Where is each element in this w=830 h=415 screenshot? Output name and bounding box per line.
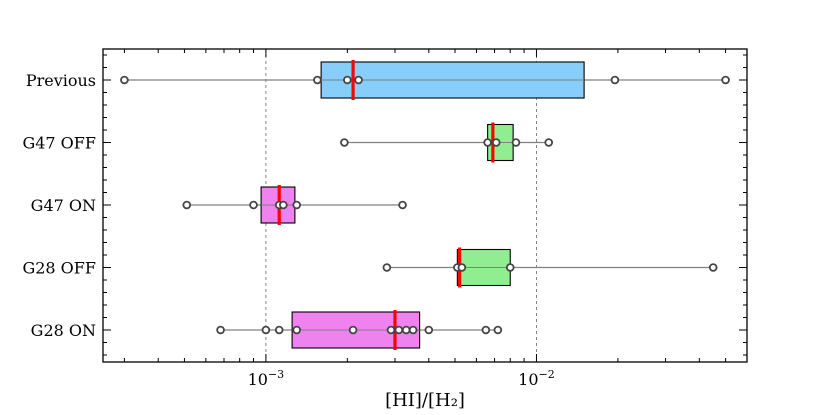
data-point-g28-off [708,263,718,272]
data-point-g47-off [511,138,521,147]
data-point-g47-off [340,138,349,147]
data-point-g28-on [424,325,434,335]
category-label-previous: Previous [26,71,96,90]
x-tick-mantissa: 10 [518,370,538,389]
data-point-g47-on [292,200,302,210]
data-point-previous [610,75,620,85]
data-point-g28-on [216,325,225,335]
data-point-g28-on [386,325,396,335]
tick-layer [103,49,748,362]
data-point-g28-off [505,263,515,272]
x-tick-label-1: 10−2 [518,368,555,389]
point-layer [120,75,730,335]
data-point-g28-on [348,325,358,335]
data-point-g47-on [249,200,258,210]
x-tick-mantissa: 10 [248,370,268,389]
data-point-g28-on [401,325,411,335]
data-point-previous [120,75,129,85]
data-point-g47-off [544,138,554,147]
data-point-previous [313,75,322,85]
data-point-g28-on [394,325,404,335]
data-point-previous [343,75,352,85]
plot-frame [102,48,748,363]
category-label-g47-off: G47 OFF [22,134,96,153]
category-label-g28-off: G28 OFF [22,259,96,278]
data-point-g28-on [493,325,503,335]
x-tick-exponent: −3 [268,368,284,381]
x-tick-exponent: −2 [539,368,555,381]
data-point-g28-on [274,325,284,335]
category-label-g47-on: G47 ON [31,196,96,215]
data-point-g28-off [457,263,467,272]
category-label-g28-on: G28 ON [31,321,96,340]
data-point-g47-off [483,138,492,147]
data-point-g47-on [182,200,192,210]
data-point-g28-on [261,325,271,335]
data-point-previous [354,75,363,85]
data-point-previous [721,75,730,85]
data-point-g28-on [408,325,418,335]
x-axis-title: [HI]/[H₂] [385,390,465,411]
data-point-g28-off [382,263,392,272]
data-point-g47-on [398,200,407,210]
data-point-g28-on [292,325,302,335]
data-point-g47-on [279,200,288,210]
data-point-g47-off [491,138,501,147]
data-point-g28-on [481,325,491,335]
x-tick-label-0: 10−3 [248,368,285,389]
